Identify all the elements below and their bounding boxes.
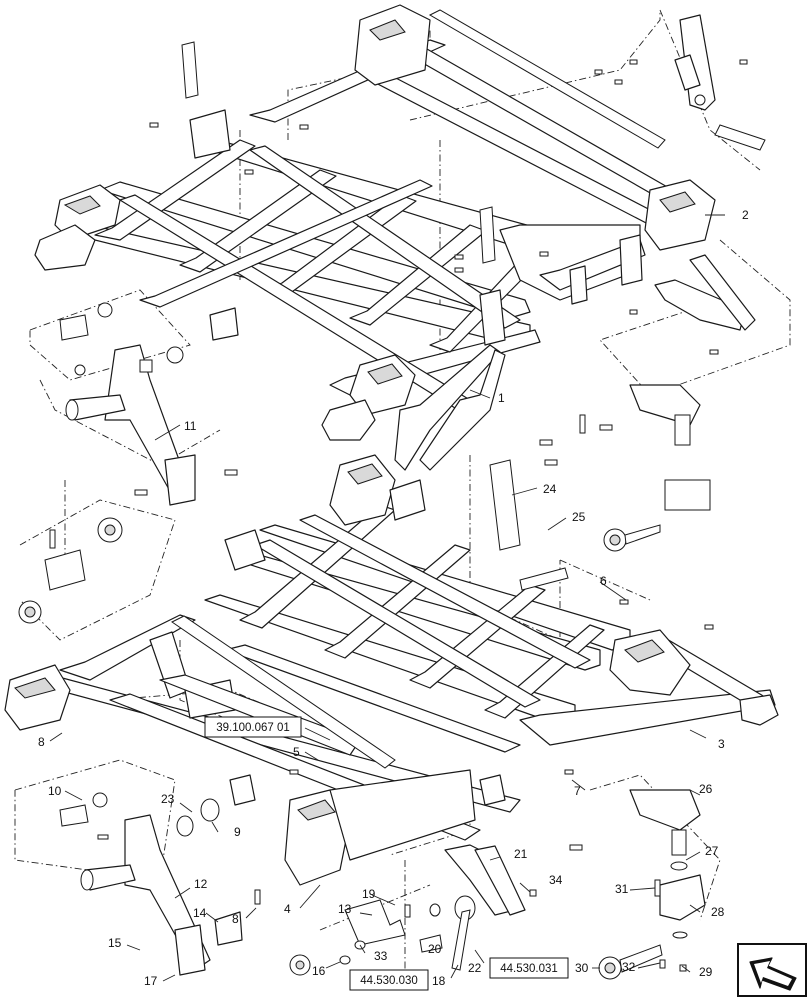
callout-label: 27 — [705, 844, 719, 858]
left-side-hardware — [18, 302, 261, 976]
callout-label: 29 — [699, 965, 713, 979]
callout-label: 20 — [428, 942, 442, 956]
reference-box-frame — [349, 969, 429, 991]
callout-label: 6 — [600, 574, 607, 588]
callout-label: 5 — [293, 745, 300, 759]
callout-label: 10 — [48, 784, 62, 798]
callout-label: 33 — [374, 949, 388, 963]
leader-lines — [49, 214, 725, 982]
callout-label: 2 — [742, 208, 749, 222]
callout-label: 30 — [575, 961, 589, 975]
callout-label: 31 — [615, 882, 629, 896]
callout-label: 13 — [338, 902, 352, 916]
callout-labels: 2 1 3 4 5 6 7 8 8 9 10 11 12 13 14 15 16… — [38, 208, 749, 988]
callout-label: 8 — [38, 735, 45, 749]
lower-frame-assembly — [4, 454, 779, 886]
callout-label: 17 — [144, 974, 158, 988]
callout-label: 28 — [711, 905, 725, 919]
callout-label: 9 — [234, 825, 241, 839]
lower-right-hardware — [289, 439, 706, 980]
callout-label: 25 — [572, 510, 586, 524]
upper-frame-assembly — [34, 4, 716, 471]
callout-label: 24 — [543, 482, 557, 496]
callout-label: 32 — [622, 960, 636, 974]
callout-label: 7 — [574, 784, 581, 798]
callout-label: 23 — [161, 792, 175, 806]
reference-label[interactable]: 39.100.067 01 — [216, 722, 290, 734]
reference-box-frame — [204, 716, 302, 738]
upper-right-hardware — [579, 14, 766, 552]
callout-label: 11 — [184, 419, 197, 433]
next-page-arrow-icon[interactable] — [737, 943, 807, 997]
callout-label: 3 — [718, 737, 725, 751]
callout-label: 14 — [193, 906, 207, 920]
callout-label: 18 — [432, 974, 446, 988]
callout-label: 21 — [514, 847, 528, 861]
reference-label[interactable]: 44.530.031 — [500, 963, 558, 975]
callout-label: 34 — [549, 873, 563, 887]
callout-label: 1 — [498, 391, 505, 405]
callout-label: 15 — [108, 936, 122, 950]
callout-label: 19 — [362, 887, 376, 901]
callout-label: 4 — [284, 902, 291, 916]
callout-label: 22 — [468, 961, 482, 975]
callout-label: 26 — [699, 782, 713, 796]
reference-label[interactable]: 44.530.030 — [360, 975, 418, 987]
callout-label: 16 — [312, 964, 326, 978]
callout-label: 12 — [194, 877, 208, 891]
callout-label: 8 — [232, 912, 239, 926]
reference-boxes: 39.100.067 01 44.530.030 44.530.031 — [204, 716, 569, 991]
reference-box-frame — [489, 957, 569, 979]
